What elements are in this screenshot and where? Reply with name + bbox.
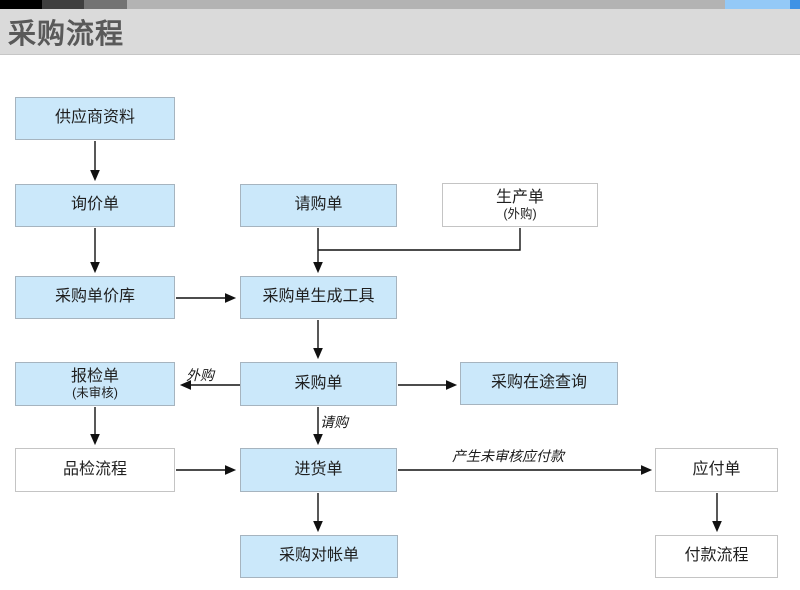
node-supplier-info: 供应商资料 (15, 97, 175, 140)
node-production-order: 生产单(外购) (442, 183, 598, 227)
node-requisition-order: 请购单 (240, 184, 397, 227)
node-price-library-label: 采购单价库 (54, 288, 135, 306)
strip-segment-0 (0, 0, 42, 9)
node-purchase-order-label: 采购单 (294, 374, 343, 392)
page-title: 采购流程 (8, 17, 125, 49)
node-inquiry-order: 询价单 (15, 184, 175, 227)
node-po-generator: 采购单生成工具 (240, 276, 397, 319)
strip-segment-2 (84, 0, 127, 9)
header-gradient-strip (0, 0, 800, 9)
node-purchase-order: 采购单 (240, 362, 397, 406)
node-po-generator-label: 采购单生成工具 (262, 288, 375, 306)
node-price-library: 采购单价库 (15, 276, 175, 319)
node-requisition-order-label: 请购单 (294, 196, 343, 214)
node-supplier-info-label: 供应商资料 (54, 109, 135, 127)
node-inspection-request-sublabel: (未审核) (72, 386, 118, 400)
node-goods-receipt-label: 进货单 (294, 460, 343, 478)
label-requisition: 请购 (320, 414, 348, 430)
node-inspection-request: 报检单(未审核) (15, 362, 175, 406)
node-in-transit-query-label: 采购在途查询 (490, 374, 587, 392)
node-goods-receipt: 进货单 (240, 448, 397, 492)
label-unaudited-payable: 产生未审核应付款 (452, 448, 564, 464)
strip-segment-4 (725, 0, 790, 9)
node-reconciliation: 采购对帐单 (240, 535, 398, 578)
node-production-order-sublabel: (外购) (503, 207, 537, 221)
node-production-order-label: 生产单 (495, 188, 544, 206)
node-inquiry-order-label: 询价单 (70, 196, 119, 214)
strip-segment-1 (42, 0, 84, 9)
node-payable-order: 应付单 (655, 448, 778, 492)
node-reconciliation-label: 采购对帐单 (278, 547, 359, 565)
node-qc-process: 品检流程 (15, 448, 175, 492)
strip-segment-3 (127, 0, 725, 9)
node-payment-process-label: 付款流程 (684, 547, 749, 565)
node-payment-process: 付款流程 (655, 535, 778, 578)
node-qc-process-label: 品检流程 (62, 460, 127, 478)
label-outsourced: 外购 (186, 367, 214, 383)
node-payable-order-label: 应付单 (692, 460, 741, 478)
node-inspection-request-label: 报检单 (70, 367, 119, 385)
header-title-band: 采购流程 (0, 9, 800, 55)
node-in-transit-query: 采购在途查询 (460, 362, 618, 405)
edge-production-join (318, 228, 521, 251)
strip-segment-5 (790, 0, 800, 9)
